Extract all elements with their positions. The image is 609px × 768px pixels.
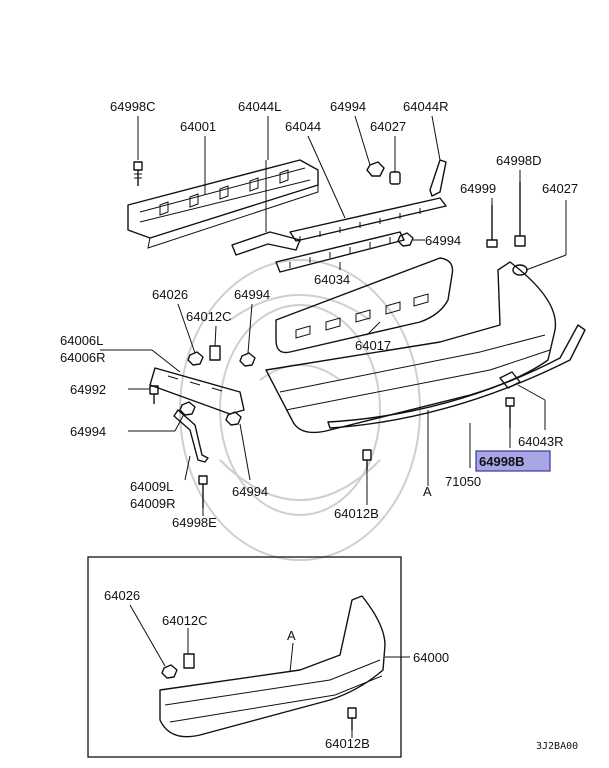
label-64001[interactable]: 64001: [180, 119, 216, 134]
bumper-face-upper[interactable]: [265, 261, 557, 434]
part-labels: 64998C 64001 64044L 64044 64994 64027 64…: [60, 99, 578, 530]
absorber-64017[interactable]: [275, 257, 454, 354]
label-64994-top[interactable]: 64994: [330, 99, 366, 114]
label-64009L[interactable]: 64009L: [130, 479, 173, 494]
bolt-64998D-icon[interactable]: [514, 182, 526, 247]
label-64027-top[interactable]: 64027: [370, 119, 406, 134]
nut-64994-top-icon[interactable]: [366, 161, 385, 177]
label-64994-bottom[interactable]: 64994: [232, 484, 268, 499]
highlight-box: [475, 450, 551, 472]
label-64027-right[interactable]: 64027: [542, 181, 578, 196]
nut-64994-mid-icon[interactable]: [397, 232, 414, 247]
clip-64012C-upper-icon[interactable]: [209, 345, 221, 361]
nut-64994-left-icon[interactable]: [179, 401, 196, 416]
label-64044L[interactable]: 64044L: [238, 99, 281, 114]
label-64044R[interactable]: 64044R: [403, 99, 449, 114]
label-64998C[interactable]: 64998C: [110, 99, 156, 114]
label-64043R[interactable]: 64043R: [518, 434, 564, 449]
reinforcement-beam-64001[interactable]: [127, 159, 319, 249]
label-64034[interactable]: 64034: [314, 272, 350, 287]
label-64006R[interactable]: 64006R: [60, 350, 106, 365]
label-64009R[interactable]: 64009R: [130, 496, 176, 511]
bolt-64992-icon[interactable]: [149, 385, 159, 404]
label-A-inset[interactable]: A: [287, 628, 296, 643]
clip-64012C-inset-icon[interactable]: [183, 653, 195, 669]
label-64998E[interactable]: 64998E: [172, 515, 217, 530]
nut-64026-inset-icon[interactable]: [161, 664, 178, 679]
label-64994-mid[interactable]: 64994: [425, 233, 461, 248]
label-64006L[interactable]: 64006L: [60, 333, 103, 348]
nut-64026-upper-icon[interactable]: [187, 351, 204, 366]
bumper-assembly-64000[interactable]: [159, 595, 386, 738]
bolt-64998B-icon[interactable]: [505, 397, 515, 428]
label-64000[interactable]: 64000: [413, 650, 449, 665]
label-64026-upper[interactable]: 64026: [152, 287, 188, 302]
label-A-upper[interactable]: A: [423, 484, 432, 499]
label-64994-upper[interactable]: 64994: [234, 287, 270, 302]
moulding-strip-71050[interactable]: [327, 324, 586, 429]
assembly-inset: 64026 64012C A 64012B: [87, 556, 410, 758]
clip-64012B-inset-icon[interactable]: [347, 707, 357, 730]
label-64012C-upper[interactable]: 64012C: [186, 309, 232, 324]
retainer-64044[interactable]: [289, 197, 447, 242]
label-64998B[interactable]: 64998B: [479, 454, 525, 469]
label-64992[interactable]: 64992: [70, 382, 106, 397]
label-64999[interactable]: 64999: [460, 181, 496, 196]
nut-64994-upper-icon[interactable]: [239, 352, 256, 367]
bracket-64044R[interactable]: [429, 159, 447, 197]
leader-lines: [100, 115, 567, 516]
brace-64009[interactable]: [173, 409, 209, 463]
nut-64994-bottom-icon[interactable]: [225, 411, 242, 426]
label-64017[interactable]: 64017: [355, 338, 391, 353]
label-64012B-inset[interactable]: 64012B: [325, 736, 370, 751]
clip-64027-top-icon[interactable]: [389, 171, 401, 185]
label-64044[interactable]: 64044: [285, 119, 321, 134]
label-71050[interactable]: 71050: [445, 474, 481, 489]
label-64994-left[interactable]: 64994: [70, 424, 106, 439]
bolt-64999-icon[interactable]: [486, 205, 498, 248]
bolt-64998E-icon[interactable]: [198, 475, 208, 508]
bracket-64044L[interactable]: [231, 160, 301, 256]
bracket-64043R[interactable]: [499, 371, 521, 389]
label-64026-inset[interactable]: 64026: [104, 588, 140, 603]
retainer-64034[interactable]: [275, 231, 405, 273]
label-64998D[interactable]: 64998D: [496, 153, 542, 168]
label-64012B-upper[interactable]: 64012B: [334, 506, 379, 521]
bolt-64998C-icon[interactable]: [133, 161, 143, 186]
diagram-code: 3J2BA00: [536, 741, 578, 752]
clip-64012B-upper-icon[interactable]: [362, 449, 372, 470]
side-bracket-64006[interactable]: [149, 367, 245, 415]
highlighted-part-64998B[interactable]: 64998B: [475, 450, 551, 472]
label-64012C-inset[interactable]: 64012C: [162, 613, 208, 628]
